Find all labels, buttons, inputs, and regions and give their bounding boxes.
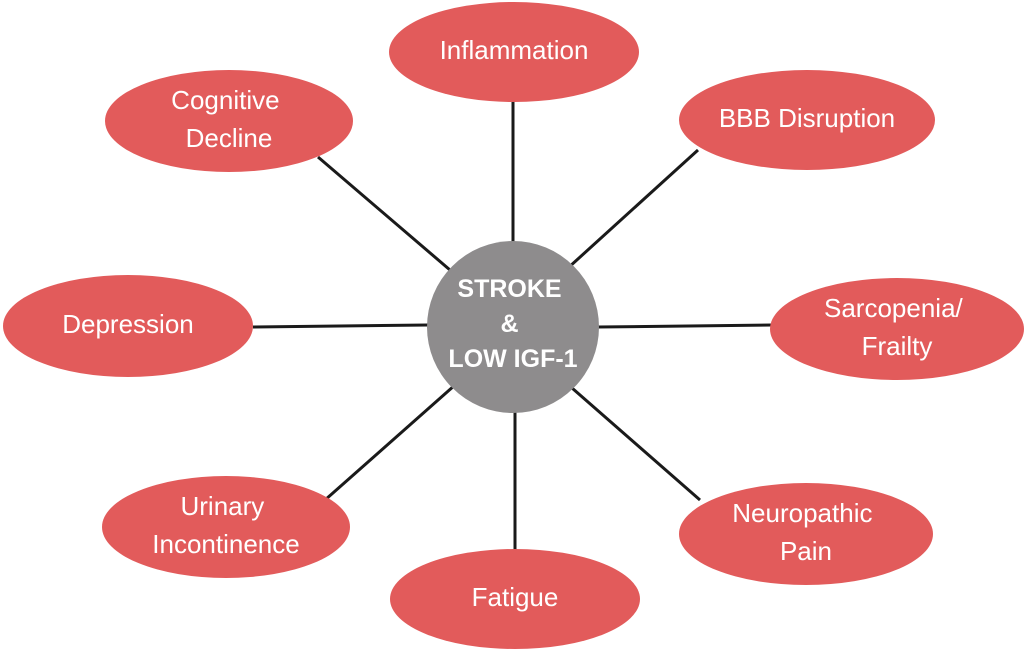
center-node: STROKE & LOW IGF-1	[427, 241, 599, 413]
connector-depression	[252, 323, 429, 329]
node-shape	[389, 2, 639, 102]
node-cognitive-decline: Cognitive Decline	[105, 70, 353, 172]
node-urinary-incontinence: Urinary Incontinence	[102, 476, 350, 578]
node-label: Cognitive Decline	[171, 85, 287, 153]
node-label: Sarcopenia/ Frailty	[824, 293, 970, 361]
connector-neuropathic-pain	[571, 386, 701, 502]
connectors	[252, 100, 773, 558]
node-label: BBB Disruption	[719, 103, 895, 133]
node-shape	[102, 476, 350, 578]
node-label: Fatigue	[472, 582, 559, 612]
node-shape	[390, 549, 640, 649]
node-inflammation: Inflammation	[389, 2, 639, 102]
node-depression: Depression	[3, 275, 253, 377]
node-shape	[679, 70, 935, 170]
node-shape	[679, 483, 933, 585]
node-fatigue: Fatigue	[390, 549, 640, 649]
node-sarcopenia-frailty: Sarcopenia/ Frailty	[770, 278, 1024, 380]
center-circle	[427, 241, 599, 413]
node-shape	[105, 70, 353, 172]
node-shape	[770, 278, 1024, 380]
node-label: Urinary Incontinence	[152, 491, 299, 559]
connector-urinary-incontinence	[324, 383, 456, 502]
center-label: STROKE & LOW IGF-1	[448, 275, 577, 373]
connector-sarcopenia-frailty	[597, 323, 773, 329]
node-shape	[3, 275, 253, 377]
node-label: Inflammation	[440, 35, 589, 65]
node-bbb-disruption: BBB Disruption	[679, 70, 935, 170]
node-neuropathic-pain: Neuropathic Pain	[679, 483, 933, 585]
connector-bbb-disruption	[566, 148, 700, 270]
connector-cognitive-decline	[317, 155, 451, 272]
node-label: Depression	[62, 309, 194, 339]
node-label: Neuropathic Pain	[732, 498, 879, 566]
